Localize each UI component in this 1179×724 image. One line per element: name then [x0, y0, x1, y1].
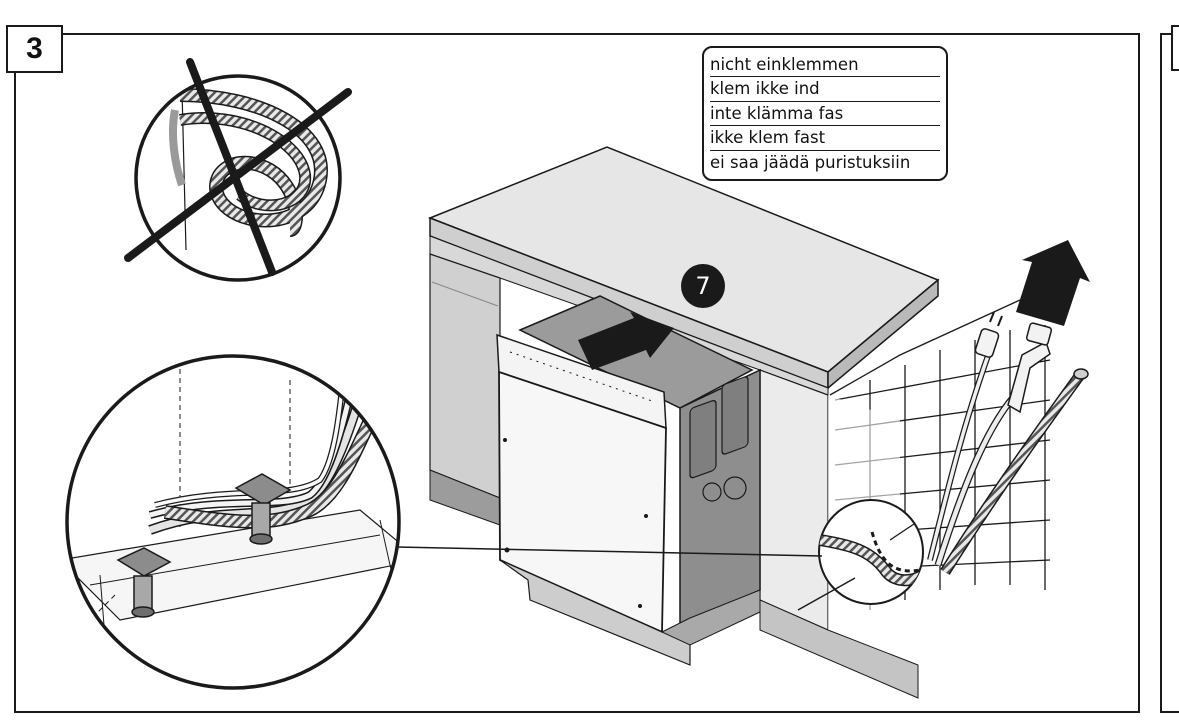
appliance-connections — [927, 311, 1089, 575]
lift-up-arrow-icon — [1016, 240, 1090, 326]
next-step-frame — [1160, 33, 1179, 713]
warning-label-line-norwegian: ikke klem fast — [710, 126, 940, 151]
detail-leader-line — [396, 546, 823, 557]
push-direction-arrow-icon — [578, 312, 674, 370]
warning-label-line-finnish: ei saa jäädä puristuksiin — [710, 152, 911, 172]
step-number-badge: 3 — [6, 25, 63, 73]
next-step-badge — [1171, 25, 1179, 71]
warning-label: nicht einklemmen klem ikke ind inte kläm… — [702, 46, 948, 181]
detail-circle — [65, 354, 401, 690]
warning-label-line-swedish: inte klämma fas — [710, 102, 940, 127]
prohibited-hose-kink-icon — [124, 58, 352, 282]
callout-number-badge: 7 — [681, 264, 725, 308]
warning-label-line-danish: klem ikke ind — [710, 77, 940, 102]
warning-label-line-german: nicht einklemmen — [710, 53, 940, 78]
